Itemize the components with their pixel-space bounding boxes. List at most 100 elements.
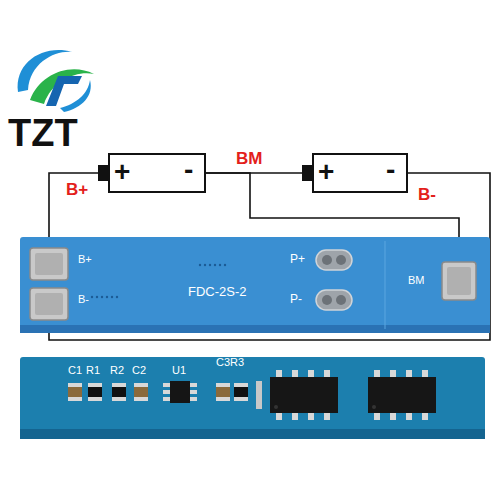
mosfet-chip bbox=[270, 377, 338, 413]
smd-pad bbox=[88, 383, 102, 401]
via-dot bbox=[111, 296, 113, 298]
ic-pin bbox=[163, 397, 170, 401]
smd-pad bbox=[112, 383, 126, 401]
ic-pin bbox=[308, 370, 314, 377]
battery-nub bbox=[98, 165, 108, 181]
ic-pin bbox=[292, 370, 298, 377]
smd-part bbox=[216, 387, 230, 397]
silkscreen-label: C1 bbox=[68, 365, 82, 376]
pcb-edge bbox=[20, 429, 485, 439]
pad-metal bbox=[316, 250, 352, 270]
logo-swoosh bbox=[60, 80, 91, 112]
ic-pin bbox=[276, 370, 282, 377]
battery-nub bbox=[302, 165, 312, 181]
solder-pad: B+ bbox=[30, 248, 68, 280]
smd-part bbox=[112, 387, 126, 397]
pcb-body bbox=[20, 237, 490, 333]
solder-pad-outline bbox=[442, 262, 476, 300]
ic-pin bbox=[324, 413, 330, 420]
pcb-edge bbox=[20, 325, 490, 333]
pad-hole bbox=[322, 295, 332, 305]
silkscreen-label: FDC-2S-2 bbox=[188, 285, 247, 298]
mosfet-chip bbox=[368, 377, 436, 413]
polarity-mark: - bbox=[386, 156, 395, 184]
ic-pin bbox=[374, 413, 380, 420]
silkscreen-label: U1 bbox=[172, 365, 186, 376]
pad-inner bbox=[447, 267, 471, 295]
via-dot bbox=[106, 296, 108, 298]
solder-pad-outline bbox=[30, 248, 68, 280]
solder-pad-oval-outline bbox=[316, 290, 352, 310]
via-dot bbox=[96, 296, 98, 298]
silkscreen-label: BM bbox=[408, 275, 425, 286]
solder-pad: B- bbox=[30, 288, 68, 320]
smd-part bbox=[68, 387, 82, 397]
ic-pin bbox=[190, 397, 197, 401]
solder-pad-oval: P- bbox=[316, 290, 352, 310]
smd-part bbox=[88, 387, 102, 397]
polarity-mark: - bbox=[184, 156, 193, 184]
ic-pin bbox=[374, 370, 380, 377]
ic-pin bbox=[190, 383, 197, 387]
silkscreen-label: C2 bbox=[132, 365, 146, 376]
ic-pin bbox=[190, 390, 197, 394]
battery-body bbox=[109, 154, 205, 192]
pcb-body bbox=[20, 357, 485, 439]
pad-inner bbox=[35, 293, 63, 315]
via-dot bbox=[209, 264, 211, 266]
pad-hole bbox=[336, 255, 346, 265]
via-dot bbox=[224, 264, 226, 266]
smd-pad bbox=[68, 383, 82, 401]
solder-pad-oval: P+ bbox=[316, 250, 352, 270]
silkscreen-label: B+ bbox=[78, 254, 92, 265]
via-dot bbox=[91, 296, 93, 298]
pad-inner bbox=[35, 253, 63, 275]
pin1-dot bbox=[274, 405, 278, 409]
ic-pin bbox=[390, 413, 396, 420]
pcb-trace bbox=[385, 241, 386, 329]
ic-pin bbox=[308, 413, 314, 420]
silkscreen-label: R2 bbox=[110, 365, 124, 376]
ic-pin bbox=[406, 370, 412, 377]
ic-pin bbox=[422, 370, 428, 377]
pad-hole bbox=[336, 295, 346, 305]
pad-metal bbox=[316, 290, 352, 310]
battery-body bbox=[313, 154, 407, 192]
via-dot bbox=[101, 296, 103, 298]
via-dot bbox=[116, 296, 118, 298]
copper-strip bbox=[256, 381, 262, 409]
ic-pin bbox=[422, 413, 428, 420]
pad-metal bbox=[442, 262, 476, 300]
pad-metal bbox=[30, 288, 68, 320]
silkscreen-label: R1 bbox=[86, 365, 100, 376]
battery-cell: +- bbox=[302, 153, 408, 193]
smd-pad bbox=[134, 383, 148, 401]
solder-pad-outline bbox=[30, 288, 68, 320]
pcb-bottom: C1R1R2C2U1C3R3 bbox=[20, 357, 485, 439]
terminal-label: B+ bbox=[66, 181, 88, 198]
smd-pad bbox=[216, 383, 230, 401]
wire bbox=[49, 173, 98, 248]
silkscreen-label: P+ bbox=[290, 253, 305, 265]
ic-pin bbox=[276, 413, 282, 420]
ic-u1 bbox=[170, 381, 190, 403]
pad-metal bbox=[30, 248, 68, 280]
ic-pin bbox=[163, 383, 170, 387]
ic-pin bbox=[324, 370, 330, 377]
via-dot bbox=[214, 264, 216, 266]
silkscreen-label: B- bbox=[78, 294, 89, 305]
smd-pad bbox=[234, 383, 248, 401]
battery-cell: +- bbox=[98, 153, 206, 193]
terminal-label: BM bbox=[236, 150, 262, 167]
via-dot bbox=[219, 264, 221, 266]
solder-pad: BM bbox=[442, 262, 476, 300]
pad-hole bbox=[322, 255, 332, 265]
via-dot bbox=[199, 264, 201, 266]
smd-part bbox=[134, 387, 148, 397]
solder-pad-oval-outline bbox=[316, 250, 352, 270]
polarity-mark: + bbox=[318, 158, 334, 186]
via-dot bbox=[204, 264, 206, 266]
terminal-label: B- bbox=[418, 186, 436, 203]
